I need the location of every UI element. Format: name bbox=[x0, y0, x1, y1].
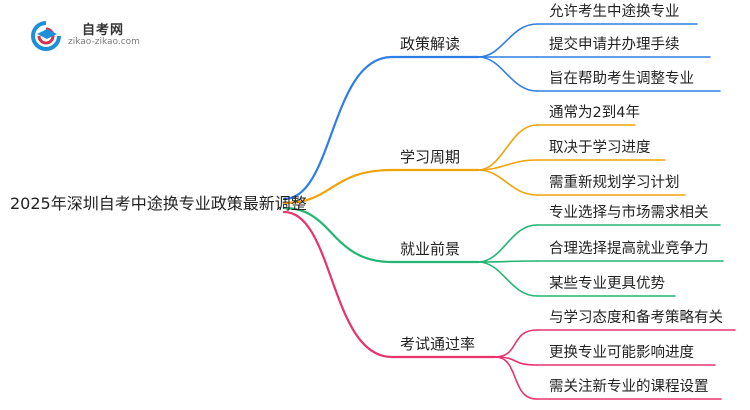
leaf-node: 旨在帮助考生调整专业 bbox=[549, 71, 694, 87]
leaf-node: 某些专业更具优势 bbox=[549, 276, 665, 292]
leaf-node: 取决于学习进度 bbox=[549, 140, 651, 156]
site-logo[interactable]: 自考网 zikao-zikao.com bbox=[30, 18, 140, 52]
leaf-node: 提交申请并办理手续 bbox=[549, 37, 680, 53]
branch-to-leaf-connector bbox=[477, 224, 538, 263]
branch-to-leaf-connector bbox=[477, 56, 538, 92]
branch-to-leaf-connector bbox=[477, 260, 538, 263]
branch-to-leaf-connector bbox=[477, 23, 538, 58]
leaf-node: 更换专业可能影响进度 bbox=[549, 345, 694, 361]
branch-to-leaf-connector bbox=[477, 169, 538, 196]
root-to-branch-connector bbox=[282, 55, 394, 201]
root-node: 2025年深圳自考中途换专业政策最新调整 bbox=[10, 194, 307, 213]
graduation-cap-icon bbox=[31, 21, 61, 51]
leaf-node: 合理选择提高就业竞争力 bbox=[549, 241, 709, 257]
branch-node: 政策解读 bbox=[400, 35, 461, 53]
branch-node: 学习周期 bbox=[400, 148, 461, 166]
leaf-node: 通常为2到4年 bbox=[549, 105, 640, 121]
leaf-node: 与学习态度和备考策略有关 bbox=[549, 310, 723, 326]
root-to-branch-connector bbox=[282, 168, 394, 205]
branch-to-leaf-connector bbox=[494, 356, 538, 400]
leaf-node: 需重新规划学习计划 bbox=[549, 175, 680, 191]
leaf-node: 专业选择与市场需求相关 bbox=[549, 205, 709, 221]
branch-to-leaf-connector bbox=[494, 329, 538, 358]
root-to-branch-connector bbox=[282, 210, 394, 359]
leaf-node: 需关注新专业的课程设置 bbox=[549, 379, 709, 395]
branch-to-leaf-connector bbox=[477, 159, 538, 171]
branch-node: 就业前景 bbox=[400, 240, 461, 258]
logo-subtitle: zikao-zikao.com bbox=[68, 37, 140, 47]
root-to-branch-connector bbox=[282, 206, 394, 264]
branch-to-leaf-connector bbox=[477, 261, 538, 297]
leaf-node: 允许考生中途换专业 bbox=[549, 4, 680, 20]
branch-node: 考试通过率 bbox=[400, 335, 476, 353]
branch-to-leaf-connector bbox=[477, 124, 538, 171]
logo-title: 自考网 bbox=[82, 23, 125, 38]
